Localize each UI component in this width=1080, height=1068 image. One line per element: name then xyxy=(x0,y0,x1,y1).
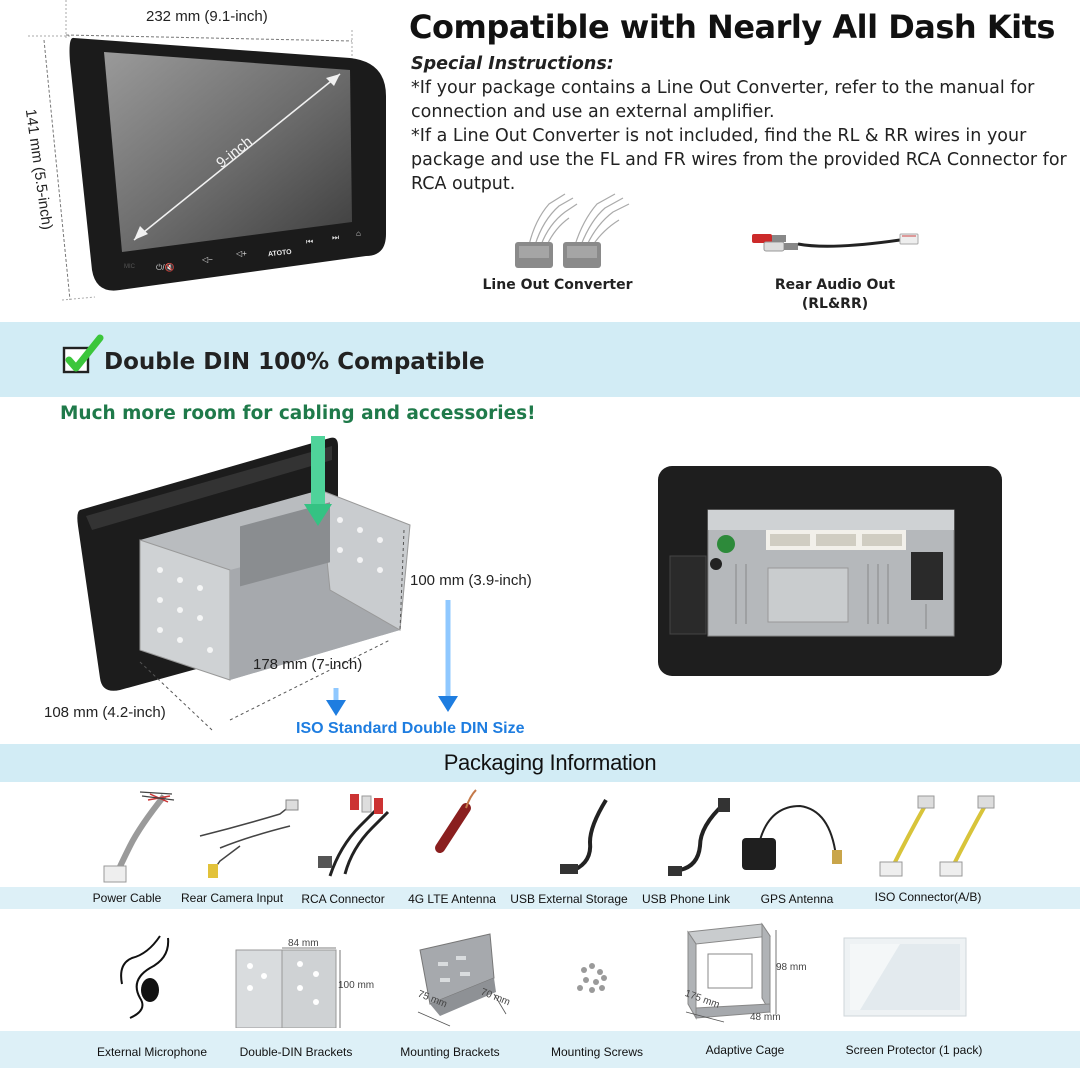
compat-subtitle: Much more room for cabling and accessori… xyxy=(60,403,536,424)
usb-phone-link-icon xyxy=(668,798,730,876)
instructions-heading: Special Instructions: xyxy=(411,54,614,74)
compat-title: Double DIN 100% Compatible xyxy=(104,349,485,375)
usb-storage-label: USB External Storage xyxy=(510,892,628,906)
cage-width-dim: 48 mm xyxy=(750,1012,781,1023)
packaging-row2-images xyxy=(120,922,967,1028)
rear-audio-out-sublabel: (RL&RR) xyxy=(801,296,869,312)
cage-height-dim: 98 mm xyxy=(776,962,807,973)
height-din-label: 108 mm (4.2-inch) xyxy=(44,704,166,721)
depth-dimension-label: 100 mm (3.9-inch) xyxy=(410,572,532,589)
lte-antenna-label: 4G LTE Antenna xyxy=(408,892,496,906)
packaging-row1-images xyxy=(103,789,995,883)
usb-phone-link-label: USB Phone Link xyxy=(641,892,731,906)
lte-antenna-icon xyxy=(435,789,477,853)
width-dimension-label: 232 mm (9.1-inch) xyxy=(146,8,268,25)
din-brackets-label: Double-DIN Brackets xyxy=(239,1045,353,1059)
rear-audio-out-icon xyxy=(752,233,919,252)
double-din-back-view xyxy=(658,466,1002,676)
rca-connector-icon xyxy=(318,794,390,877)
mic-label: MIC xyxy=(124,264,136,270)
cage-icon xyxy=(685,922,777,1023)
screen-protector-icon xyxy=(843,937,967,1017)
gps-antenna-icon xyxy=(742,804,842,870)
page-title: Compatible with Nearly All Dash Kits xyxy=(409,8,1055,46)
double-din-side-view xyxy=(77,436,458,731)
usb-storage-icon xyxy=(560,798,608,874)
rear-audio-out-title: Rear Audio Out xyxy=(774,277,896,293)
line-out-converter-label: Line Out Converter xyxy=(482,277,633,293)
svg-text:◁−: ◁− xyxy=(202,255,213,264)
svg-text:⏮: ⏮ xyxy=(306,237,313,246)
rear-audio-out-label: Rear Audio Out (RL&RR) xyxy=(760,276,910,314)
adaptive-cage-label: Adaptive Cage xyxy=(705,1043,785,1057)
packaging-row1-labels: Power Cable Rear Camera Input RCA Connec… xyxy=(0,887,1080,909)
rear-camera-input-label: Rear Camera Input xyxy=(180,891,284,905)
line-out-converter-icon xyxy=(515,193,630,268)
gps-antenna-label: GPS Antenna xyxy=(760,892,834,906)
compat-band xyxy=(0,322,1080,397)
iso-standard-label: ISO Standard Double DIN Size xyxy=(296,720,525,737)
screws-icon xyxy=(577,963,607,993)
mounting-brackets-icon xyxy=(417,933,507,1027)
mounting-screws-label: Mounting Screws xyxy=(550,1045,644,1059)
packaging-band xyxy=(0,744,1080,782)
camera-input-icon xyxy=(199,799,299,878)
bracket-height-dim: 100 mm xyxy=(338,980,375,991)
svg-text:⌂: ⌂ xyxy=(356,229,361,238)
special-instructions: Special Instructions: *If your package c… xyxy=(411,52,1071,196)
rca-connector-label: RCA Connector xyxy=(301,892,385,906)
packaging-title: Packaging Information xyxy=(443,750,657,775)
svg-text:⏭: ⏭ xyxy=(332,233,339,242)
bracket-width-dim: 84 mm xyxy=(288,938,319,949)
width-din-label: 178 mm (7-inch) xyxy=(253,656,363,673)
screen-protector-label: Screen Protector (1 pack) xyxy=(845,1043,983,1057)
power-cable-icon xyxy=(103,791,175,883)
checkmark-icon xyxy=(62,334,104,374)
packaging-row2-labels: External Microphone Double-DIN Brackets … xyxy=(0,1031,1080,1068)
svg-text:⏻/🔇: ⏻/🔇 xyxy=(156,262,175,272)
instruction-line-1: *If your package contains a Line Out Con… xyxy=(411,78,1035,122)
external-microphone-label: External Microphone xyxy=(96,1045,208,1059)
instruction-line-2: *If a Line Out Converter is not included… xyxy=(411,126,1067,194)
svg-text:◁+: ◁+ xyxy=(236,249,247,258)
power-cable-label: Power Cable xyxy=(92,891,162,905)
mounting-brackets-label: Mounting Brackets xyxy=(400,1045,500,1059)
din-brackets-icon xyxy=(235,947,341,1028)
microphone-icon xyxy=(120,935,170,1019)
head-unit-dimension-diagram: ⏻/🔇 ◁− ◁+ ⏮ ⏭ ⌂ MIC xyxy=(28,0,386,301)
iso-connector-label: ISO Connector(A/B) xyxy=(874,890,982,904)
iso-connector-icon xyxy=(879,795,995,877)
